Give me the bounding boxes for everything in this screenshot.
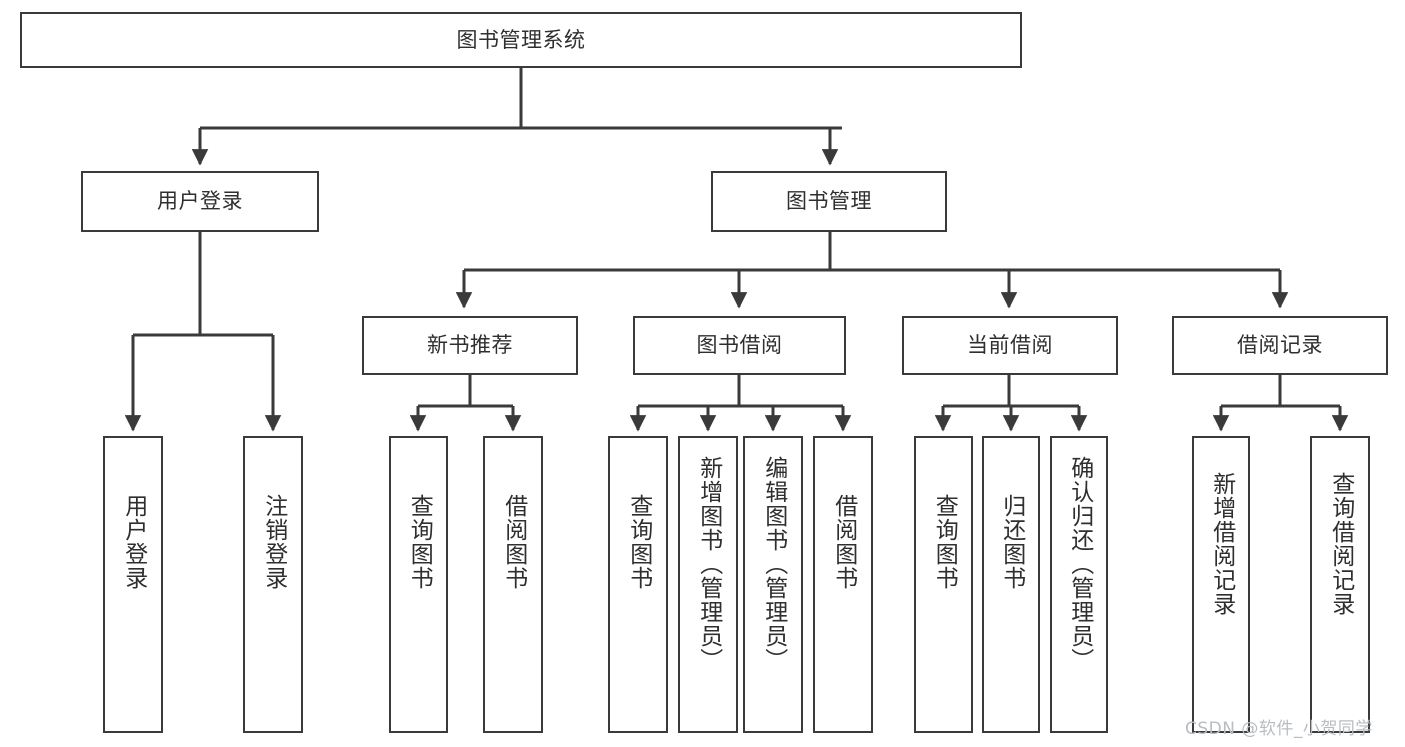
leaf-current-borrow-confirm[interactable]: 确认归还（管理员） <box>1050 436 1108 733</box>
leaf-borrow-record-add-label: 新增借阅记录 <box>1208 472 1235 616</box>
leaf-book-borrow-add[interactable]: 新增图书（管理员） <box>678 436 738 733</box>
leaf-current-borrow-confirm-label: 确认归还（管理员） <box>1066 456 1093 672</box>
leaf-book-borrow-add-label: 新增图书（管理员） <box>695 456 722 672</box>
leaf-book-borrow-borrow-label: 借阅图书 <box>830 494 857 590</box>
node-root-system-label: 图书管理系统 <box>456 27 586 52</box>
node-borrow-record[interactable]: 借阅记录 <box>1172 316 1388 375</box>
node-book-management[interactable]: 图书管理 <box>711 171 947 232</box>
node-book-borrow-label: 图书借阅 <box>696 333 783 357</box>
leaf-user-login-login-label: 用户登录 <box>120 494 147 590</box>
leaf-current-borrow-query-label: 查询图书 <box>931 494 958 590</box>
leaf-borrow-record-add[interactable]: 新增借阅记录 <box>1192 436 1250 733</box>
node-new-book-recommend-label: 新书推荐 <box>427 333 513 357</box>
leaf-borrow-record-query[interactable]: 查询借阅记录 <box>1310 436 1370 733</box>
leaf-user-login-logout-label: 注销登录 <box>260 494 287 590</box>
leaf-book-borrow-query-label: 查询图书 <box>625 494 652 590</box>
leaf-current-borrow-return-label: 归还图书 <box>998 494 1025 590</box>
leaf-current-borrow-query[interactable]: 查询图书 <box>914 436 973 733</box>
node-book-borrow[interactable]: 图书借阅 <box>633 316 846 375</box>
leaf-user-login-logout[interactable]: 注销登录 <box>243 436 303 733</box>
node-root-system[interactable]: 图书管理系统 <box>20 12 1022 68</box>
node-book-management-label: 图书管理 <box>786 189 872 213</box>
leaf-user-login-login[interactable]: 用户登录 <box>103 436 163 733</box>
node-user-login[interactable]: 用户登录 <box>81 171 319 232</box>
leaf-borrow-record-query-label: 查询借阅记录 <box>1327 472 1354 616</box>
node-user-login-label: 用户登录 <box>157 189 243 213</box>
node-current-borrow-label: 当前借阅 <box>967 333 1053 357</box>
leaf-new-book-query[interactable]: 查询图书 <box>389 436 448 733</box>
node-new-book-recommend[interactable]: 新书推荐 <box>362 316 578 375</box>
leaf-book-borrow-query[interactable]: 查询图书 <box>608 436 668 733</box>
node-current-borrow[interactable]: 当前借阅 <box>902 316 1118 375</box>
leaf-new-book-borrow-label: 借阅图书 <box>500 494 527 590</box>
leaf-new-book-query-label: 查询图书 <box>406 494 433 590</box>
leaf-book-borrow-borrow[interactable]: 借阅图书 <box>813 436 873 733</box>
leaf-new-book-borrow[interactable]: 借阅图书 <box>483 436 543 733</box>
leaf-book-borrow-edit[interactable]: 编辑图书（管理员） <box>743 436 803 733</box>
leaf-book-borrow-edit-label: 编辑图书（管理员） <box>760 456 787 672</box>
leaf-current-borrow-return[interactable]: 归还图书 <box>982 436 1040 733</box>
node-borrow-record-label: 借阅记录 <box>1237 333 1323 357</box>
